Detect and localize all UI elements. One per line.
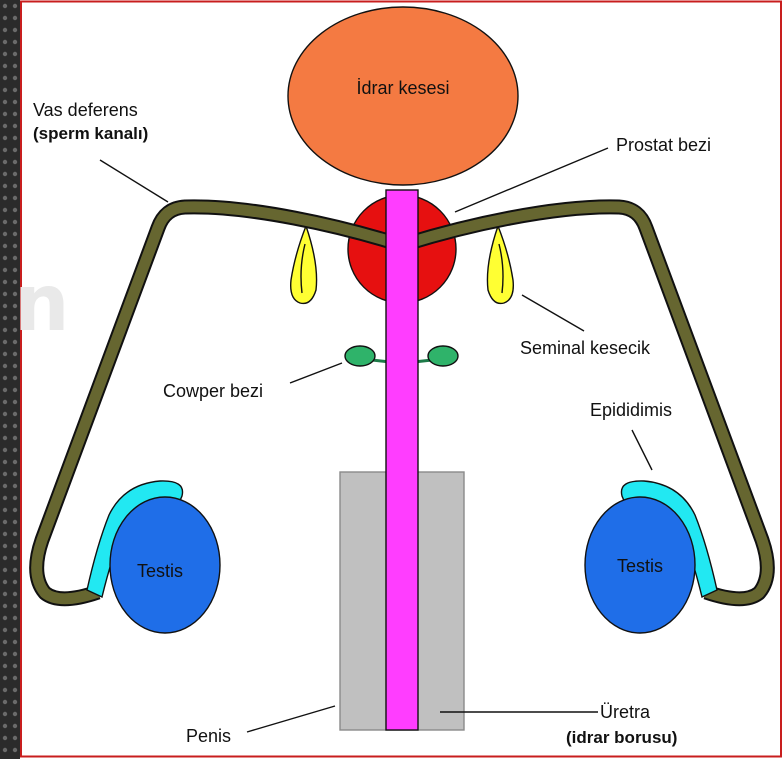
label-seminal-vesicle: Seminal kesecik <box>520 338 651 358</box>
label-epididymis: Epididimis <box>590 400 672 420</box>
label-urethra: Üretra <box>600 702 651 722</box>
label-testis-right: Testis <box>617 556 663 576</box>
cowper-gland-left <box>345 346 375 366</box>
label-prostate: Prostat bezi <box>616 135 711 155</box>
label-urethra-note: (idrar borusu) <box>566 728 677 747</box>
label-testis-left: Testis <box>137 561 183 581</box>
label-bladder: İdrar kesesi <box>356 78 449 98</box>
label-penis: Penis <box>186 726 231 746</box>
label-vas-deferens-note: (sperm kanalı) <box>33 124 148 143</box>
urethra <box>386 190 418 730</box>
label-vas-deferens: Vas deferens <box>33 100 138 120</box>
cowper-gland-right <box>428 346 458 366</box>
watermark: n <box>14 259 70 349</box>
side-strip <box>0 0 20 759</box>
label-cowper: Cowper bezi <box>163 381 263 401</box>
